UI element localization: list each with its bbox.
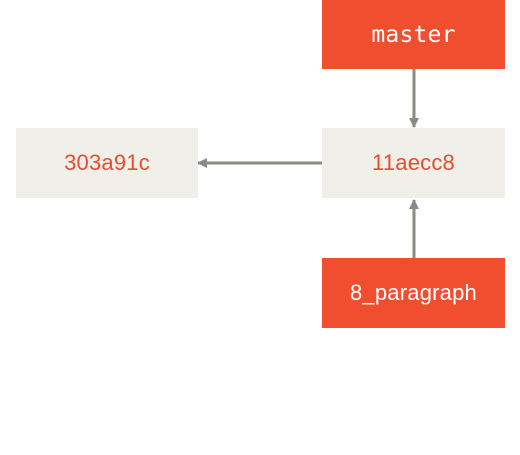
commit-11aecc8: 11aecc8 <box>322 128 505 198</box>
master-branch: master <box>322 0 505 69</box>
commit-303a91c: 303a91c <box>16 128 198 198</box>
8-paragraph-branch: 8_paragraph <box>322 258 505 328</box>
